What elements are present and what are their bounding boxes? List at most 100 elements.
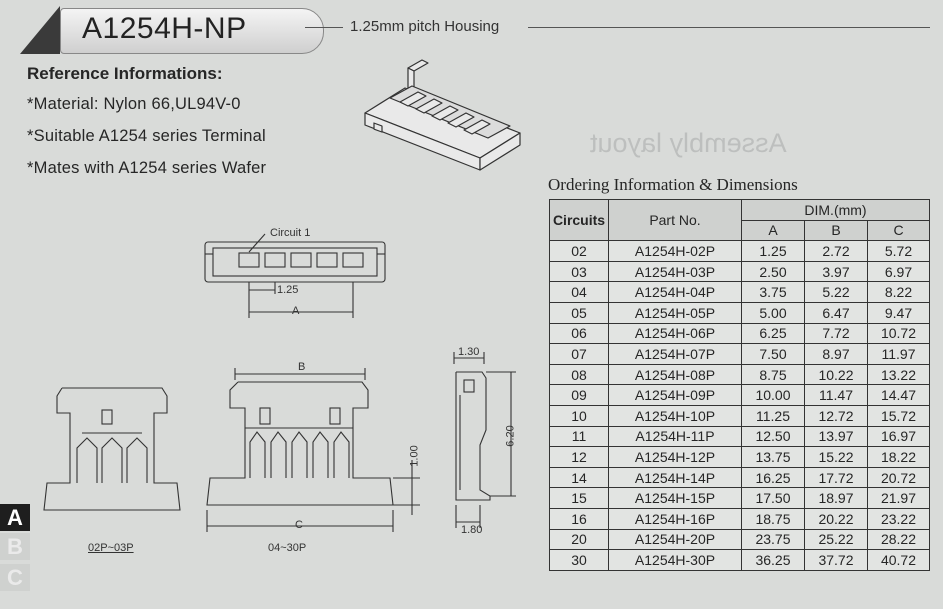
cell-dim-a: 12.50 [741,425,805,448]
cell-dim-b: 8.97 [804,343,868,365]
cell-dim-b: 18.97 [804,487,868,509]
cell-circuits: 30 [549,549,609,571]
cell-dim-a: 23.75 [741,528,805,551]
title-rule-right [528,27,930,28]
banner-pill [60,8,324,54]
caption-04-30p: 04~30P [268,542,307,554]
cell-dim-c: 13.22 [867,363,930,386]
header-dim: DIM.(mm) [741,199,930,221]
top-view-drawing [204,233,386,318]
cell-dim-a: 18.75 [741,507,805,530]
cell-part-no: A1254H-05P [608,301,742,324]
reference-material: *Material: Nylon 66,UL94V-0 [27,95,241,113]
header-c: C [867,219,930,242]
section-tab-a[interactable]: A [0,504,30,531]
side-view-drawing [453,352,516,528]
dimension-c-label: C [295,519,303,531]
cell-dim-a: 3.75 [741,281,805,303]
cell-part-no: A1254H-11P [608,425,742,448]
cell-dim-b: 20.22 [804,507,868,530]
cell-part-no: A1254H-16P [608,507,742,530]
cell-dim-a: 11.25 [741,404,805,427]
page-title: A1254H-NP [82,12,247,45]
cell-part-no: A1254H-30P [608,549,742,571]
cell-dim-c: 9.47 [867,301,930,324]
cell-part-no: A1254H-02P [608,240,742,262]
cell-part-no: A1254H-07P [608,343,742,365]
cell-dim-a: 13.75 [741,446,805,468]
cell-dim-c: 23.22 [867,507,930,530]
circuit-1-label: Circuit 1 [270,227,311,239]
cell-dim-b: 10.22 [804,363,868,386]
cell-dim-a: 1.25 [741,240,805,262]
cell-circuits: 07 [549,343,609,365]
title-rule-left [305,27,343,28]
header-part-no: Part No. [608,198,742,242]
cell-circuits: 04 [549,281,609,303]
cell-dim-b: 13.97 [804,425,868,448]
housing-3d-illustration [364,59,521,171]
cell-dim-b: 6.47 [804,301,868,324]
dimension-1-00-label: 1.00 [408,445,421,467]
reference-mates: *Mates with A1254 series Wafer [27,159,267,177]
cell-dim-a: 10.00 [741,384,805,406]
cell-dim-c: 21.97 [867,487,930,509]
header-a: A [741,219,805,242]
banner-triangle [20,6,60,54]
cell-part-no: A1254H-14P [608,466,742,489]
cell-circuits: 05 [549,301,609,324]
cell-circuits: 10 [549,404,609,427]
cell-dim-a: 36.25 [741,549,805,571]
cell-dim-a: 2.50 [741,260,805,283]
cell-part-no: A1254H-12P [608,446,742,468]
cell-part-no: A1254H-15P [608,487,742,509]
cell-dim-b: 17.72 [804,466,868,489]
title-banner [20,6,324,54]
cell-dim-c: 15.72 [867,404,930,427]
reference-heading: Reference Informations: [27,64,223,83]
cell-dim-a: 16.25 [741,466,805,489]
cell-circuits: 09 [549,384,609,406]
ordering-title: Ordering Information & Dimensions [548,175,798,194]
cell-dim-b: 25.22 [804,528,868,551]
dimension-a-label: A [292,305,300,317]
cell-dim-b: 7.72 [804,322,868,345]
cell-dim-b: 2.72 [804,240,868,262]
cell-circuits: 14 [549,466,609,489]
header-circuits: Circuits [549,198,609,242]
cell-circuits: 16 [549,507,609,530]
section-tab-b[interactable]: B [0,533,30,560]
cell-part-no: A1254H-10P [608,404,742,427]
cell-circuits: 03 [549,260,609,283]
cell-circuits: 12 [549,446,609,468]
dimension-6-20-label: 6.20 [504,425,517,447]
page-subtitle: 1.25mm pitch Housing [350,18,500,35]
cell-dim-c: 5.72 [867,240,930,262]
front-view-small [43,387,181,511]
cell-dim-a: 8.75 [741,363,805,386]
section-tab-c[interactable]: C [0,564,30,591]
cell-dim-b: 3.97 [804,260,868,283]
cell-dim-c: 28.22 [867,528,930,551]
cell-circuits: 02 [549,240,609,262]
cell-part-no: A1254H-08P [608,363,742,386]
cell-dim-c: 14.47 [867,384,930,406]
cell-dim-a: 5.00 [741,301,805,324]
cell-circuits: 20 [549,528,609,551]
cell-circuits: 15 [549,487,609,509]
cell-dim-a: 7.50 [741,343,805,365]
cell-dim-b: 12.72 [804,404,868,427]
cell-part-no: A1254H-09P [608,384,742,406]
